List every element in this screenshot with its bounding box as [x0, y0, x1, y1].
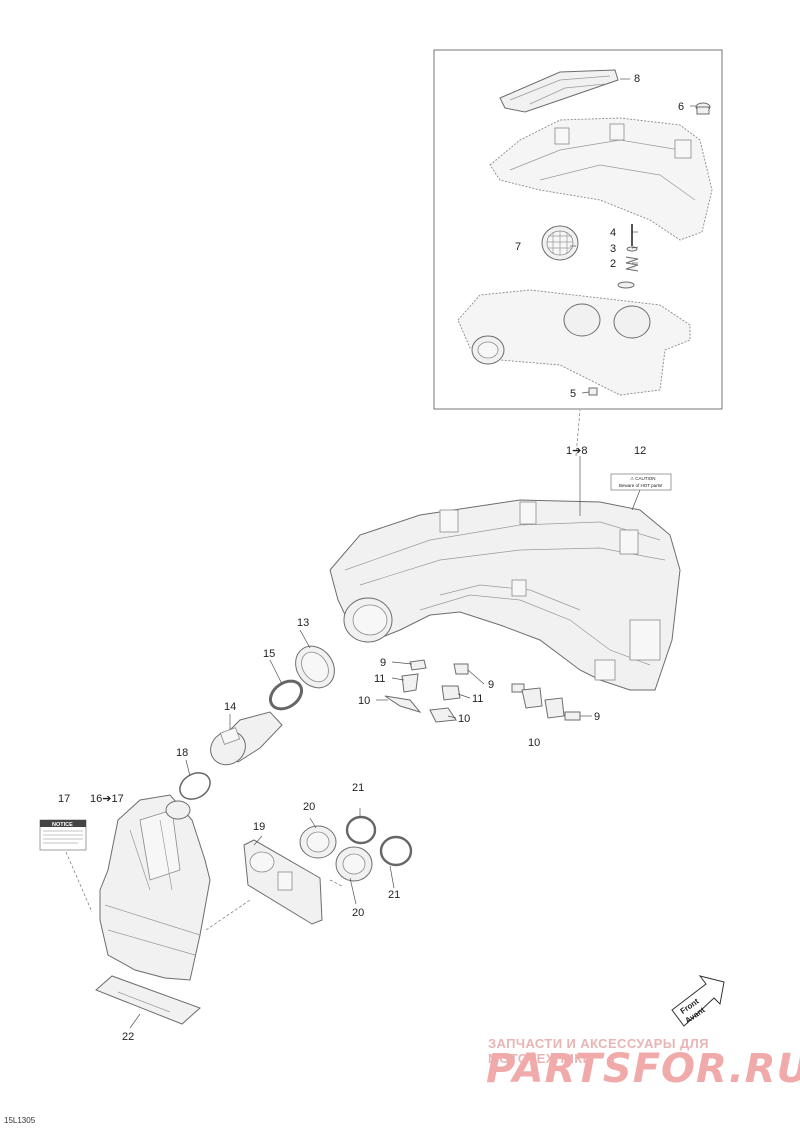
callout-18[interactable]: 18	[176, 747, 188, 759]
part-22-mat[interactable]	[95, 975, 201, 1025]
callout-22[interactable]: 22	[122, 1031, 134, 1043]
watermark-brand: PARTSFOR.RU	[486, 1046, 800, 1092]
clip-9d[interactable]	[564, 711, 581, 721]
callout-19[interactable]: 19	[253, 821, 265, 833]
clip-10c[interactable]	[521, 687, 565, 719]
clip-10b[interactable]	[429, 707, 457, 723]
part-21-clamp-b[interactable]	[379, 835, 413, 867]
callout-13[interactable]: 13	[297, 617, 309, 629]
callout-2[interactable]: 2	[610, 258, 616, 270]
callout-1-to-8[interactable]: 1➔8	[566, 445, 587, 457]
callout-15[interactable]: 15	[263, 648, 275, 660]
caution-label-12[interactable]: ⚠ CAUTION Beware of HOT parts!	[610, 473, 672, 491]
part-5-nut[interactable]	[588, 387, 598, 396]
callout-5[interactable]: 5	[570, 388, 576, 400]
airbox-assembly[interactable]	[329, 499, 681, 691]
reference-code: 15L1305	[4, 1116, 36, 1125]
callout-11b[interactable]: 11	[472, 693, 483, 705]
clip-9a[interactable]	[409, 659, 427, 671]
callout-20a[interactable]: 20	[303, 801, 315, 813]
watermark-subtitle: ЗАПЧАСТИ И АКСЕССУАРЫ ДЛЯ МОТОТЕХНИКИ	[488, 1036, 709, 1066]
callout-10b[interactable]: 10	[458, 713, 470, 725]
callout-6[interactable]: 6	[678, 101, 684, 113]
callout-10a[interactable]: 10	[358, 695, 370, 707]
callout-16-to-17[interactable]: 16➔17	[90, 793, 124, 805]
callout-14[interactable]: 14	[224, 701, 236, 713]
front-direction-arrow: Front Avant	[671, 975, 725, 1027]
part-6-grommet[interactable]	[695, 102, 711, 115]
part-2-spring[interactable]	[617, 256, 639, 289]
notice-title: NOTICE	[52, 822, 73, 828]
callout-8[interactable]: 8	[634, 73, 640, 85]
callout-3[interactable]: 3	[610, 243, 616, 255]
upper-housing[interactable]	[489, 117, 713, 241]
part-18-oring[interactable]	[175, 768, 215, 805]
callout-21a[interactable]: 21	[352, 782, 364, 794]
leader-lines	[65, 78, 696, 1029]
detail-frame	[433, 49, 723, 410]
part-8-cover[interactable]	[499, 69, 619, 113]
clip-9b[interactable]	[453, 663, 469, 675]
caution-text: Beware of HOT parts!	[619, 483, 662, 488]
notice-label-17[interactable]: NOTICE	[39, 819, 87, 851]
part-7-filter[interactable]	[541, 225, 579, 261]
callout-9b[interactable]: 9	[488, 679, 494, 691]
part-14-adapter[interactable]	[204, 711, 283, 771]
callout-4[interactable]: 4	[610, 227, 616, 239]
part-3-washer[interactable]	[626, 246, 638, 252]
part-15-clamp[interactable]	[265, 675, 307, 714]
clip-11b[interactable]	[441, 685, 461, 701]
part-20-sleeve-a[interactable]	[299, 825, 337, 859]
callout-7[interactable]: 7	[515, 241, 521, 253]
callout-21b[interactable]: 21	[388, 889, 400, 901]
callout-12[interactable]: 12	[634, 445, 646, 457]
part-20-sleeve-b[interactable]	[335, 846, 373, 882]
part-13-ring[interactable]	[288, 639, 343, 696]
callout-11a[interactable]: 11	[374, 673, 385, 685]
callout-9a[interactable]: 9	[380, 657, 386, 669]
clip-11a[interactable]	[401, 673, 419, 693]
intake-silencer[interactable]	[99, 794, 211, 981]
clip-10a[interactable]	[384, 695, 422, 713]
part-21-clamp-a[interactable]	[345, 815, 377, 845]
lower-housing[interactable]	[457, 289, 691, 396]
callout-9c[interactable]: 9	[594, 711, 600, 723]
callout-20b[interactable]: 20	[352, 907, 364, 919]
callout-17[interactable]: 17	[58, 793, 70, 805]
part-19-bracket[interactable]	[243, 839, 323, 925]
caution-title: ⚠ CAUTION	[630, 476, 656, 481]
callout-10c[interactable]: 10	[528, 737, 540, 749]
